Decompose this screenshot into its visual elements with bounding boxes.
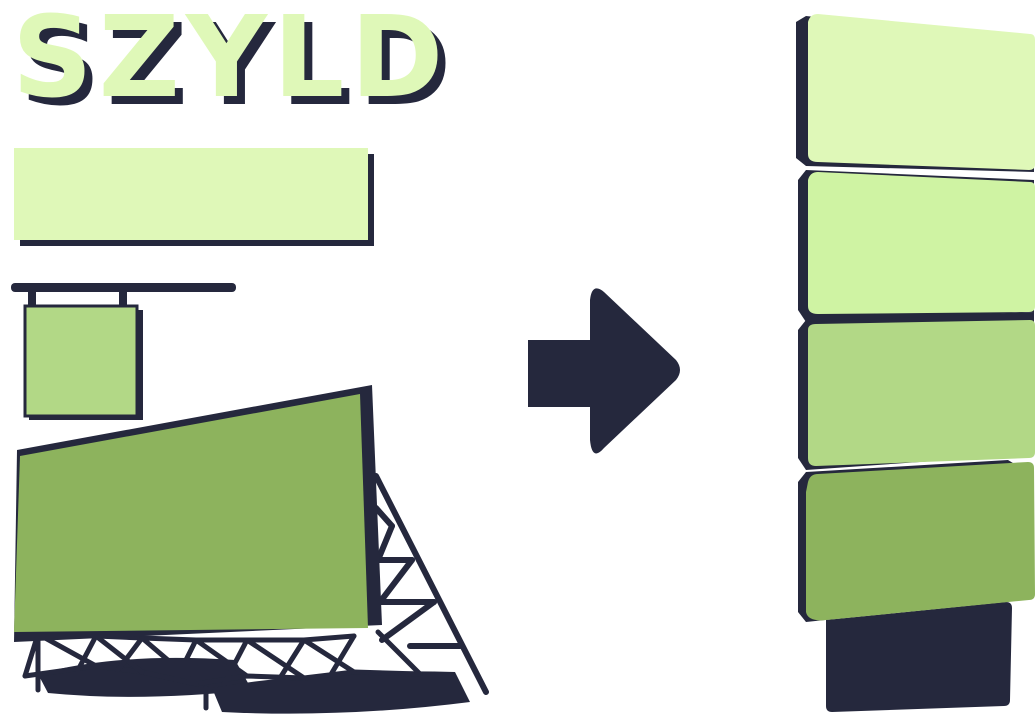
flat-sign-board (14, 148, 374, 246)
title-text: SZYLD (12, 0, 449, 123)
stack-panel-2 (798, 170, 1035, 322)
stack-panel-3-face (808, 320, 1035, 466)
hanging-sign-bracket-right (119, 291, 127, 313)
hanging-sign-bracket-left (28, 291, 36, 313)
hanging-sign-face (23, 304, 139, 418)
billboard-ground-shadow-right (212, 671, 470, 714)
flat-sign-face (14, 148, 368, 240)
hanging-sign (11, 283, 236, 420)
billboard (14, 385, 489, 714)
title-shadow: SZYLD (20, 1, 457, 131)
stack-panel-4-face (806, 462, 1035, 621)
arrow-right-icon (528, 288, 680, 454)
stack-panel-1 (796, 14, 1035, 172)
stack-panel-3 (798, 312, 1035, 470)
stack-panel-4 (798, 460, 1035, 622)
stack-panel-2-face (808, 172, 1035, 314)
billboard-face (14, 394, 368, 632)
billboard-side-support (373, 473, 489, 695)
stack-base (826, 602, 1012, 712)
arrow-shape (528, 288, 680, 454)
title-logo: SZYLD SZYLD (12, 0, 457, 131)
stack-panel-1-face (808, 14, 1035, 170)
stack-column (796, 14, 1035, 712)
hanging-sign-rail (11, 283, 236, 292)
